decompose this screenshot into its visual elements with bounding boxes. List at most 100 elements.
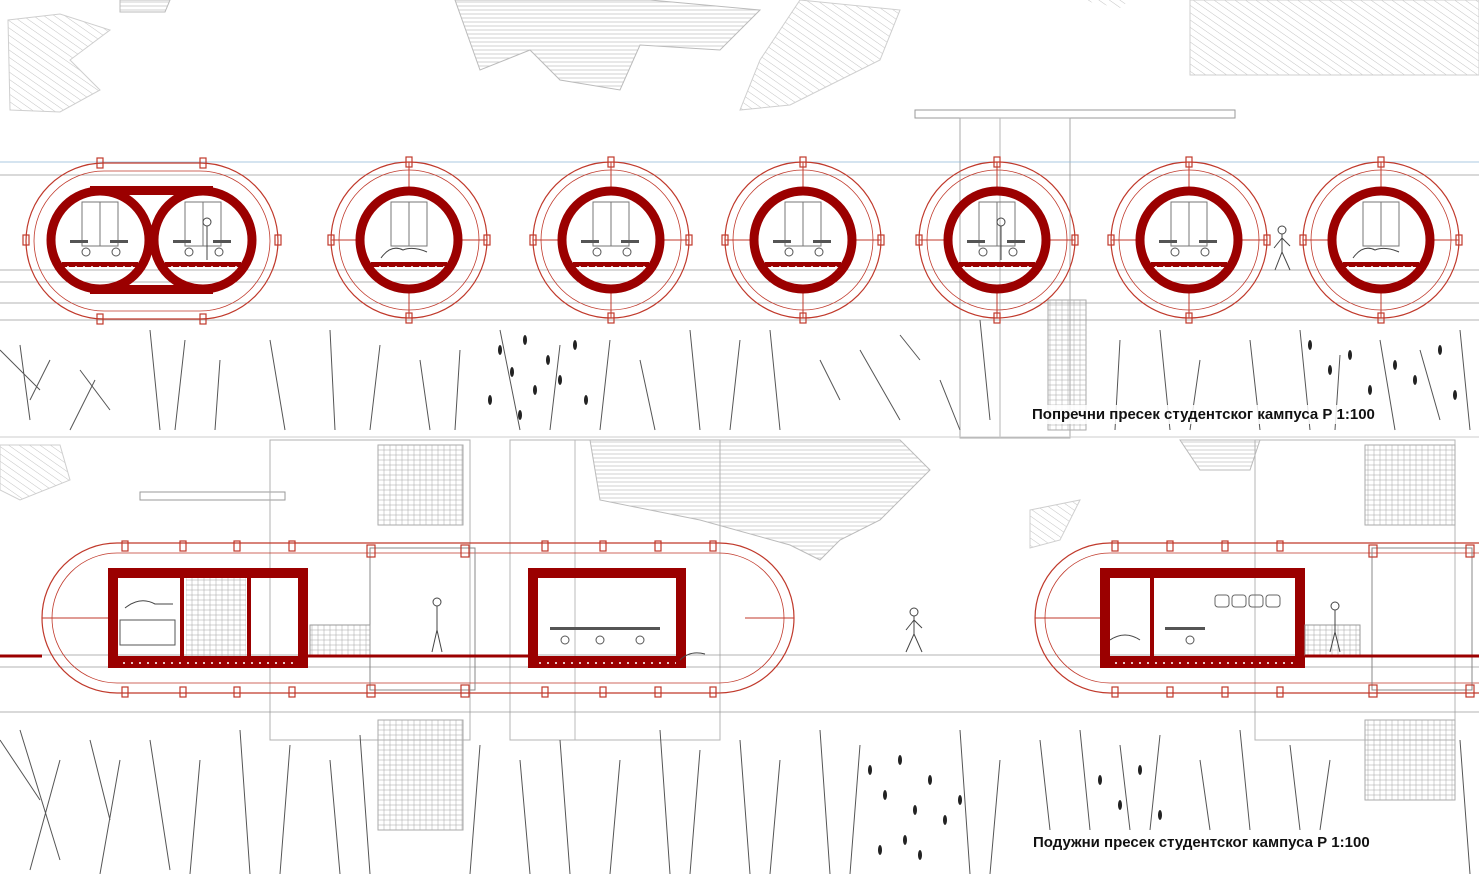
desk [581, 240, 599, 243]
pod-ring [1135, 186, 1243, 294]
bolt-joint [233, 540, 241, 552]
hatched-cloud [589, 439, 931, 561]
bolt-joint [1111, 540, 1119, 552]
desk [1007, 240, 1025, 243]
module-corridor [1304, 547, 1473, 691]
chair [1170, 247, 1180, 257]
pod-ring [943, 186, 1051, 294]
bolt-joint [96, 157, 104, 169]
bolt-joint [799, 156, 807, 168]
desk [1165, 627, 1205, 630]
bolt-joint [1377, 312, 1385, 324]
desk [967, 240, 985, 243]
chair [111, 247, 121, 257]
capsule-single-pod [529, 156, 693, 324]
bolt-joint [96, 313, 104, 325]
bolt-joint [274, 234, 282, 246]
bolt-joint [366, 684, 376, 698]
pod-ring [355, 186, 463, 294]
person-figure [905, 225, 1291, 653]
cross-section-background [0, 0, 1479, 439]
bolt-joint [1185, 312, 1193, 324]
bolt-joint [121, 686, 129, 698]
reclining-person [380, 247, 428, 259]
bolt-joint [541, 540, 549, 552]
hatched-cloud [454, 0, 762, 91]
bolt-joint [877, 234, 885, 246]
bolt-joint [405, 156, 413, 168]
chair [595, 635, 605, 645]
desk [1159, 240, 1177, 243]
connector-beam [90, 186, 213, 195]
chair [184, 247, 194, 257]
bolt-joint [541, 686, 549, 698]
desk [173, 240, 191, 243]
capsule-single-pod [915, 156, 1079, 324]
desk [110, 240, 128, 243]
desk [70, 240, 88, 243]
bolt-joint [721, 234, 729, 246]
capsule-double-pod [22, 157, 282, 325]
chair [214, 247, 224, 257]
desk [813, 240, 831, 243]
chair [81, 247, 91, 257]
storage-box [1214, 594, 1230, 608]
bolt-joint [599, 686, 607, 698]
bolt-joint [654, 540, 662, 552]
bolt-joint [327, 234, 335, 246]
bolt-joint [654, 686, 662, 698]
bolt-joint [607, 156, 615, 168]
bolt-joint [1185, 156, 1193, 168]
bolt-joint [1111, 686, 1119, 698]
chair [1200, 247, 1210, 257]
longitudinal-capsules [0, 540, 1479, 698]
bolt-joint [1368, 544, 1378, 558]
bolt-joint [1166, 540, 1174, 552]
hatched-cloud [1029, 499, 1081, 549]
bolt-joint [1221, 540, 1229, 552]
hatched-cloud [739, 0, 901, 111]
hatched-cloud [7, 13, 112, 113]
hatched-cloud [1179, 439, 1261, 471]
bolt-joint [1455, 234, 1463, 246]
bolt-joint [1465, 684, 1475, 698]
bolt-joint [1071, 234, 1079, 246]
pod-ring [749, 186, 857, 294]
bolt-joint [1263, 234, 1271, 246]
bolt-joint [709, 540, 717, 552]
capsule-single-pod [1107, 156, 1271, 324]
bolt-joint [22, 234, 30, 246]
bolt-joint [709, 686, 717, 698]
bolt-joint [179, 540, 187, 552]
bolt-joint [1276, 686, 1284, 698]
bolt-joint [799, 312, 807, 324]
cross-section-capsules [22, 156, 1463, 325]
storage-box [1265, 594, 1281, 608]
bolt-joint [993, 156, 1001, 168]
bolt-joint [685, 234, 693, 246]
bolt-joint [405, 312, 413, 324]
chair [784, 247, 794, 257]
bolt-joint [179, 686, 187, 698]
storage-box [1231, 594, 1247, 608]
desk [550, 627, 660, 630]
bolt-joint [460, 684, 470, 698]
storage-box [1248, 594, 1264, 608]
room-study-wardrobe [1100, 568, 1305, 668]
bolt-joint [233, 686, 241, 698]
bolt-joint [288, 686, 296, 698]
room-bedroom-bathroom [108, 568, 308, 668]
desk [773, 240, 791, 243]
chair [592, 247, 602, 257]
longitudinal-section-caption: Подужни пресек студентског кампуса Р 1:1… [1031, 833, 1372, 852]
bolt-joint [1465, 544, 1475, 558]
vegetation-top [0, 319, 1471, 431]
capsule-longitudinal [1034, 540, 1479, 698]
reclining-person [1352, 247, 1400, 259]
capsule-longitudinal [0, 540, 795, 698]
bolt-joint [1368, 684, 1378, 698]
bolt-joint [1107, 234, 1115, 246]
bolt-joint [993, 312, 1001, 324]
chair [635, 635, 645, 645]
